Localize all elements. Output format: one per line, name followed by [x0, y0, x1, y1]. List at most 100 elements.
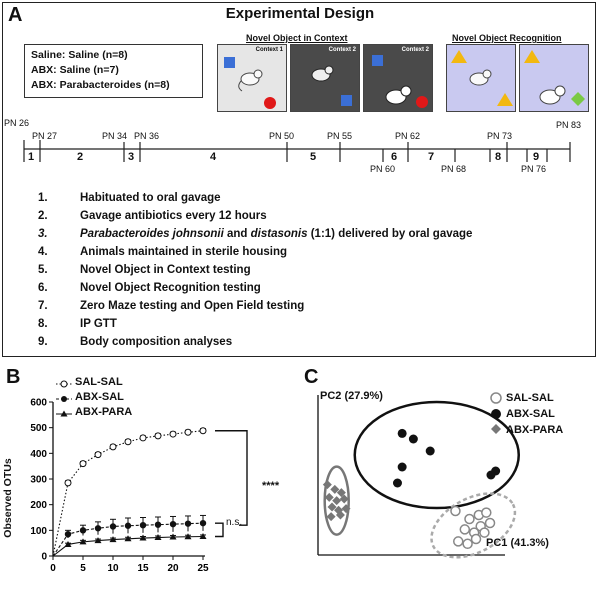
- x-tick-label: 15: [137, 563, 149, 574]
- point-abx-para: [335, 510, 345, 520]
- data-point: [64, 540, 72, 547]
- timeline-ticks: [23, 140, 571, 162]
- green-diamond-object: [571, 92, 585, 106]
- data-point: [169, 533, 177, 540]
- pn83-label: PN 83: [556, 120, 582, 130]
- point-abx-sal: [397, 428, 407, 438]
- step-4-text: Animals maintained in sterile housing: [80, 246, 288, 258]
- context-2b-label: Context 2: [401, 47, 429, 53]
- panel-a-letter: A: [8, 4, 23, 26]
- legend-item-abx-para: ABX-PARA: [75, 406, 133, 418]
- data-point: [94, 525, 102, 532]
- step-3-mid: and: [223, 228, 251, 240]
- legend-marker: [61, 396, 67, 402]
- pn73-label: PN 73: [487, 131, 513, 141]
- step-8-text: IP GTT: [80, 318, 117, 330]
- legend-marker: [60, 380, 68, 388]
- context-1-label: Context 1: [255, 47, 283, 53]
- legend-c-abx-sal: ABX-SAL: [506, 408, 555, 420]
- data-point: [64, 530, 72, 538]
- point-sal-sal: [479, 527, 490, 538]
- sig-bracket-ns: [215, 522, 224, 538]
- data-point: [124, 438, 132, 446]
- point-abx-sal: [486, 470, 496, 480]
- data-point: [184, 428, 192, 436]
- data-point: [109, 523, 117, 530]
- y-tick-label: 500: [30, 423, 47, 434]
- cluster-ellipse-abx-sal: [353, 400, 520, 510]
- x-tick-label: 25: [197, 563, 209, 574]
- segment-7: 7: [428, 151, 435, 163]
- point-abx-sal: [408, 434, 418, 444]
- mouse-icon: [311, 65, 334, 82]
- data-point: [184, 533, 192, 540]
- mouse-icon: [469, 69, 492, 86]
- step-5-number: 5.: [38, 264, 48, 276]
- y-tick-label: 600: [30, 398, 47, 409]
- step-4-number: 4.: [38, 246, 48, 258]
- y-tick-label: 100: [30, 526, 47, 537]
- data-point: [64, 479, 72, 487]
- panel-c-legend: SAL-SAL ABX-SAL ABX-PARA: [506, 392, 563, 440]
- point-abx-para: [324, 492, 334, 502]
- panel-c-letter: C: [304, 366, 319, 388]
- step-3-italic-1: Parabacteroides johnsonii: [80, 228, 224, 240]
- point-sal-sal: [453, 536, 464, 547]
- legend-c-abx-para: ABX-PARA: [506, 424, 564, 436]
- nor-1-scene: [451, 50, 513, 106]
- x-tick-label: 20: [167, 563, 179, 574]
- legend-marker-sal-sal: [490, 392, 502, 404]
- point-sal-sal: [481, 507, 492, 518]
- cluster-ellipse-abx-para: [323, 465, 350, 536]
- data-point: [94, 537, 102, 544]
- segment-9: 9: [533, 151, 540, 163]
- point-abx-para: [326, 512, 336, 522]
- y-tick-label: 400: [30, 449, 47, 460]
- point-abx-para: [334, 505, 344, 515]
- group-abx-parabacteroides: ABX: Parabacteroides (n=8): [31, 79, 170, 91]
- data-point: [109, 443, 117, 451]
- data-point: [154, 521, 162, 528]
- data-point: [199, 532, 207, 539]
- pn50-label: PN 50: [269, 131, 295, 141]
- point-sal-sal: [462, 538, 473, 550]
- context-1-box: Context 1: [217, 44, 287, 112]
- point-abx-para: [330, 484, 340, 494]
- nor-box-1: [446, 44, 516, 112]
- segment-1: 1: [28, 151, 35, 163]
- step-3-end: (1:1) delivered by oral gavage: [307, 228, 473, 240]
- sig-main-label: ****: [262, 480, 280, 492]
- step-1-number: 1.: [38, 192, 48, 204]
- pn34-label: PN 34: [102, 131, 128, 141]
- step-2-text: Gavage antibiotics every 12 hours: [80, 210, 267, 222]
- data-point: [79, 460, 87, 468]
- blue-square-object: [224, 57, 235, 68]
- point-abx-sal: [425, 446, 435, 456]
- data-point: [124, 522, 132, 529]
- pn27-label: PN 27: [32, 131, 58, 141]
- segment-2: 2: [77, 151, 84, 163]
- step-3-number: 3.: [38, 228, 48, 240]
- context-2-label: Context 2: [328, 47, 356, 53]
- y-tick-label: 300: [30, 475, 47, 486]
- panel-b-letter: B: [6, 366, 21, 388]
- data-point: [199, 519, 207, 527]
- data-point: [139, 534, 147, 541]
- legend-item-abx-sal: ABX-SAL: [75, 391, 124, 403]
- legend-item-sal-sal: SAL-SAL: [75, 376, 123, 388]
- data-point: [154, 534, 162, 541]
- point-abx-para: [339, 494, 349, 504]
- y-tick-label: 0: [41, 552, 47, 563]
- mouse-icon: [385, 85, 412, 105]
- segment-4: 4: [210, 151, 217, 163]
- panel-a-title: Experimental Design: [225, 5, 375, 22]
- mouse-icon: [238, 69, 263, 92]
- blue-square-object: [341, 95, 352, 106]
- legend-marker: [60, 410, 68, 417]
- point-abx-para: [332, 496, 342, 506]
- context-2b-box: Context 2: [363, 44, 433, 112]
- segment-6: 6: [391, 151, 398, 163]
- data-point: [199, 427, 207, 435]
- segment-3: 3: [128, 151, 135, 163]
